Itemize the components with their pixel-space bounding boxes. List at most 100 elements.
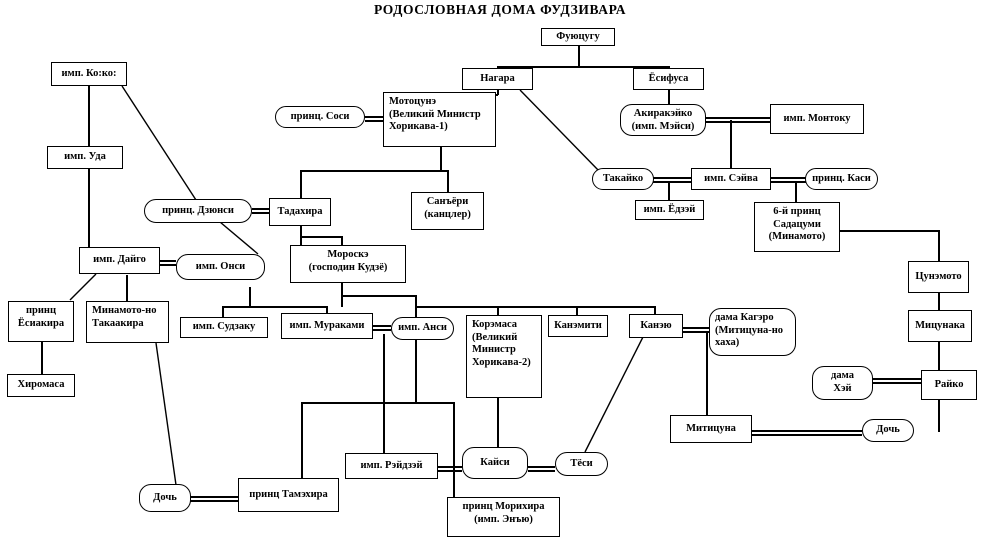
- marriage-junshi-tadahira: [252, 208, 270, 214]
- node-label: имп. Уда: [64, 151, 106, 163]
- node-prince-tamehira[interactable]: принц Тамэхира: [238, 478, 339, 512]
- node-minamoto-takaakira[interactable]: Минамото-но Такаакира: [86, 301, 169, 343]
- connector-anshi-to-tamehira: [301, 402, 303, 478]
- node-kanemichi[interactable]: Канэмити: [548, 315, 608, 337]
- node-mitsunaka[interactable]: Мицунака: [908, 310, 972, 342]
- node-prince-yoshiakira[interactable]: принц Ёсиакира: [8, 301, 74, 342]
- node-label: имп. Мураками: [289, 319, 365, 331]
- node-label: имп. Дайго: [93, 254, 146, 266]
- connector-to-koremasa: [497, 306, 499, 317]
- node-prince-sadatsumi[interactable]: 6-й принц Садацуми (Минамото): [754, 202, 840, 252]
- node-kaishi[interactable]: Кайси: [462, 447, 528, 479]
- node-label: имп. Онси: [195, 260, 246, 272]
- node-emperor-reizei[interactable]: имп. Рэйдзэй: [345, 453, 438, 479]
- node-label-line3: Министр: [472, 344, 516, 355]
- connector-mototsune-down: [440, 147, 442, 171]
- connector-raiko-doch: [938, 400, 940, 432]
- node-takaiko[interactable]: Такайко: [592, 168, 654, 190]
- node-daughter-left[interactable]: Дочь: [139, 484, 191, 512]
- node-label-line1: Акиракэйко: [633, 108, 693, 119]
- node-lady-hei[interactable]: дама Хэй: [812, 366, 873, 400]
- connector-yoshifusa-akirakeiko: [668, 90, 670, 104]
- node-nagara[interactable]: Нагара: [462, 68, 533, 90]
- connector-seiwa-yozei: [668, 183, 670, 200]
- node-hiromasa[interactable]: Хиромаса: [7, 374, 75, 397]
- node-label-line2: (Великий: [472, 331, 518, 343]
- node-princess-junshi[interactable]: принц. Дзюнси: [144, 199, 252, 223]
- connector-to-morosuke: [341, 236, 343, 245]
- connector-morosuke-bus-left: [341, 295, 417, 297]
- node-yoshifusa[interactable]: Ёсифуса: [633, 68, 704, 90]
- node-label-line1: Санъёри: [426, 196, 469, 207]
- node-label: Мицунака: [915, 319, 965, 331]
- node-label: Такайко: [602, 172, 644, 184]
- connector-morosuke-bus: [415, 306, 655, 308]
- connector-to-suzaku: [222, 306, 224, 317]
- node-label-line3: Хорикава-1): [389, 121, 448, 132]
- node-princess-kashi[interactable]: принц. Каси: [805, 168, 878, 190]
- node-emperor-kokoo[interactable]: имп. Ко:ко:: [51, 62, 127, 86]
- node-emperor-seiwa[interactable]: имп. Сэйва: [691, 168, 771, 190]
- node-emperor-uda[interactable]: имп. Уда: [47, 146, 123, 169]
- connector-montoku-seiwa: [730, 120, 732, 168]
- node-raiko[interactable]: Райко: [921, 370, 977, 400]
- node-label-line2: Такаакира: [92, 317, 144, 329]
- node-morosuke[interactable]: Мороскэ (господин Кудзё): [290, 245, 406, 283]
- node-label: Райко: [934, 378, 964, 390]
- connector-nagara-down: [497, 90, 499, 95]
- node-daughter-right[interactable]: Дочь: [862, 419, 914, 442]
- connector-uda-daigo: [88, 169, 90, 247]
- node-emperor-daigo[interactable]: имп. Дайго: [79, 247, 160, 274]
- node-label-line1: принц Морихира: [462, 501, 545, 512]
- node-label: Цунэмото: [915, 270, 962, 282]
- node-emperor-murakami[interactable]: имп. Мураками: [281, 313, 373, 339]
- node-label-line1: дама Кагэро: [715, 312, 774, 323]
- marriage-reizei-kaishi: [438, 466, 462, 472]
- connector-fuyutsugu-down: [578, 46, 580, 67]
- node-label-line1: Минамото-но: [92, 305, 157, 316]
- connector-to-tadahira: [300, 170, 302, 198]
- node-label-line2: (канцлер): [424, 208, 471, 220]
- node-akirakeiko[interactable]: Акиракэйко (имп. Мэйси): [620, 104, 706, 136]
- connector-anshi-down: [415, 340, 417, 403]
- node-empress-onshi[interactable]: имп. Онси: [176, 254, 265, 280]
- node-tadahira[interactable]: Тадахира: [269, 198, 331, 226]
- node-emperor-suzaku[interactable]: имп. Судзаку: [180, 317, 268, 338]
- node-michitsuna[interactable]: Митицуна: [670, 415, 752, 443]
- node-emperor-montoku[interactable]: имп. Монтоку: [770, 104, 864, 134]
- connector-mitsunaka-raiko: [938, 342, 940, 370]
- node-label-line1: Мороскэ: [327, 249, 369, 260]
- node-emperor-yozei[interactable]: имп. Ёдзэй: [635, 200, 704, 220]
- node-label: имп. Сэйва: [704, 172, 758, 184]
- connector-tsunemoto-up: [938, 230, 940, 261]
- connector-kokoo-uda: [88, 86, 90, 146]
- node-tsunemoto[interactable]: Цунэмото: [908, 261, 969, 293]
- node-lady-kagero[interactable]: дама Кагэро (Митицуна-но хаха): [709, 308, 796, 356]
- node-fuyutsugu[interactable]: Фуюцугу: [541, 28, 615, 46]
- node-prince-morihira[interactable]: принц Морихира (имп. Энъю): [447, 497, 560, 537]
- node-label: Дочь: [153, 491, 177, 503]
- node-mototsune[interactable]: Мотоцунэ (Великий Министр Хорикава-1): [383, 92, 496, 147]
- node-empress-anshi[interactable]: имп. Анси: [391, 317, 454, 340]
- node-sanyori[interactable]: Санъёри (канцлер): [411, 192, 484, 230]
- connector-koremasa-kaishi: [497, 398, 499, 447]
- node-princess-soshi[interactable]: принц. Соси: [275, 106, 365, 128]
- node-label: принц. Соси: [290, 110, 350, 122]
- node-kaneyu[interactable]: Канэю: [629, 314, 683, 338]
- node-label: Тадахира: [277, 205, 323, 217]
- node-label: Канэмити: [554, 319, 602, 331]
- node-label-line3: хаха): [715, 337, 740, 348]
- node-label: имп. Монтоку: [783, 112, 851, 124]
- node-label: Канэю: [640, 319, 672, 331]
- connector-murakami-down: [383, 334, 385, 453]
- node-choshi[interactable]: Тёси: [555, 452, 608, 476]
- node-koremasa[interactable]: Корэмаса (Великий Министр Хорикава-2): [466, 315, 542, 398]
- connector-tadahira-down: [300, 226, 302, 237]
- node-label: Митицуна: [686, 422, 736, 434]
